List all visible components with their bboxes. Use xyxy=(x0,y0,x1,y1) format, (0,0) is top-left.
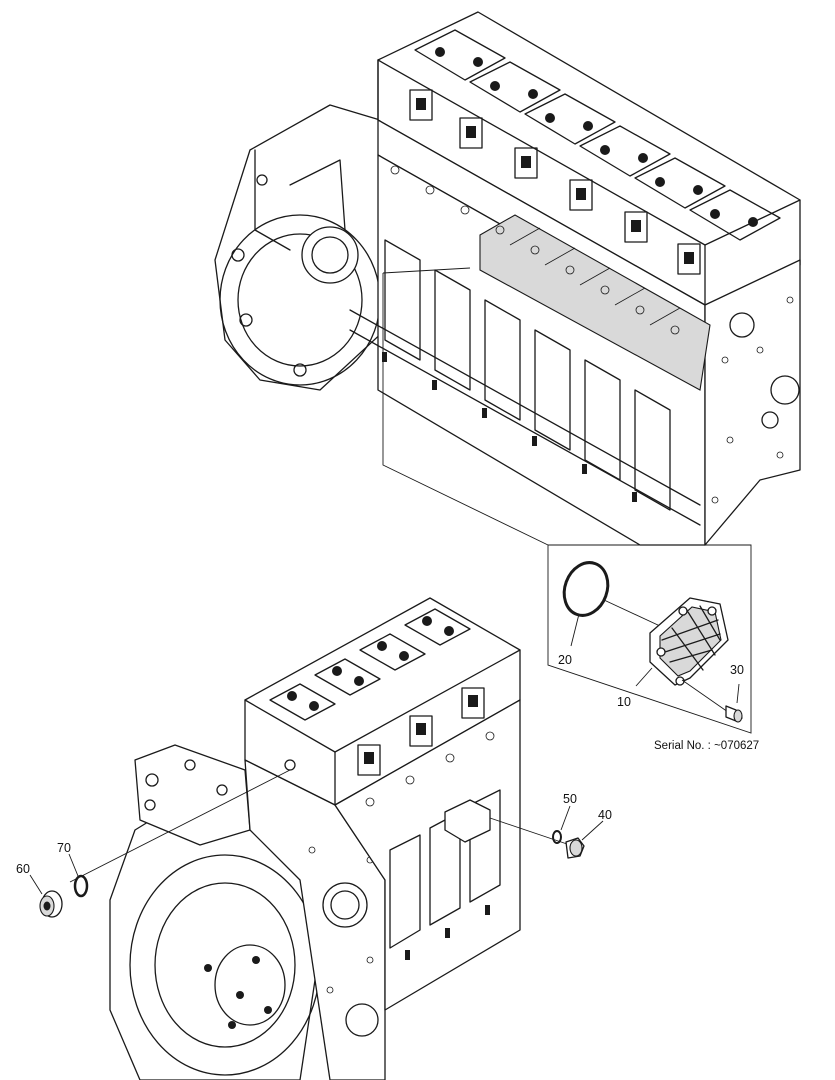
callout-70: 70 xyxy=(57,841,71,855)
bolt-part-30 xyxy=(681,679,743,723)
o-ring-part-50 xyxy=(552,805,571,844)
o-ring-part-70 xyxy=(68,853,89,898)
top-engine-block xyxy=(214,11,801,546)
cover-plate-part-10 xyxy=(635,597,729,687)
plug-part-60 xyxy=(29,874,63,918)
callout-10: 10 xyxy=(617,695,631,709)
plug-part-40 xyxy=(565,820,604,859)
detail-box xyxy=(547,544,752,734)
o-ring-part-20 xyxy=(562,561,661,647)
serial-number-note: Serial No. : ~070627 xyxy=(654,740,759,752)
callout-40: 40 xyxy=(598,808,612,822)
callout-20: 20 xyxy=(558,653,572,667)
bottom-engine-block xyxy=(109,597,521,1080)
callout-60: 60 xyxy=(16,862,30,876)
callout-30: 30 xyxy=(730,663,744,677)
detail-leader-lines xyxy=(382,267,549,546)
bottom-leader-lines xyxy=(69,769,571,883)
callout-50: 50 xyxy=(563,792,577,806)
